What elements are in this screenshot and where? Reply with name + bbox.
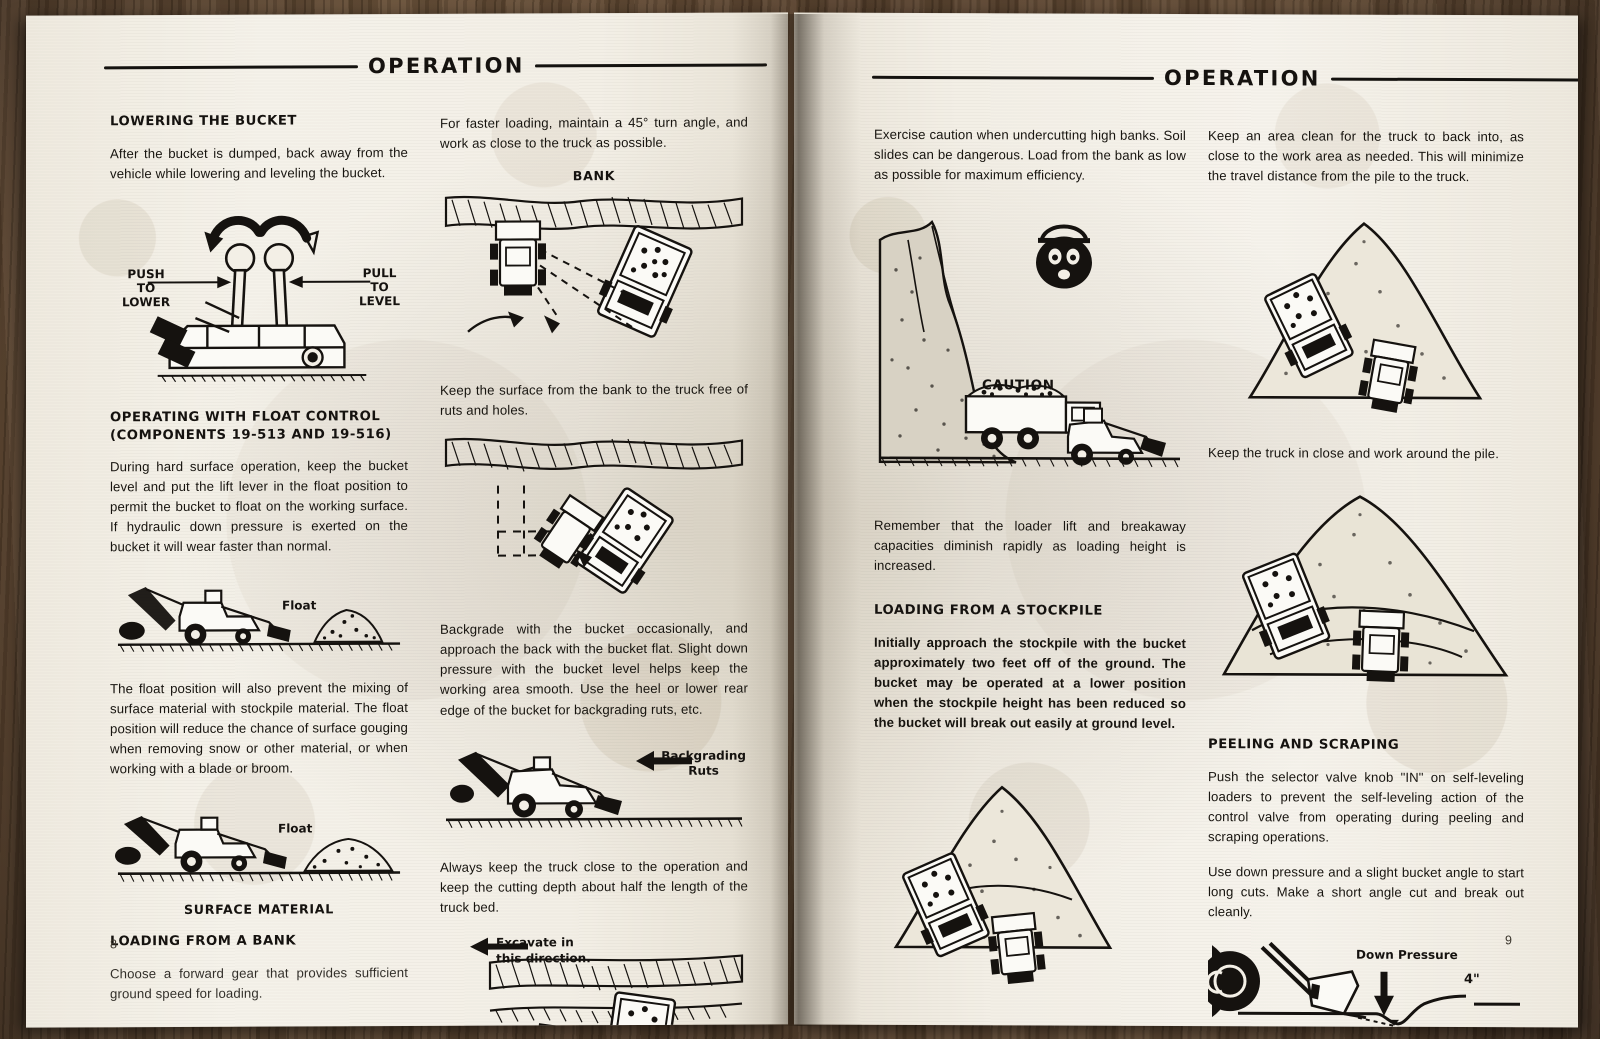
para-float-benefits: The float position will also prevent the… [110,679,408,777]
label-excavate-line2: this direction. [496,951,591,966]
figure-surface-material: Float [110,793,408,894]
bank-dashed-illustration [444,438,744,595]
para-choose-forward-gear: Choose a forward gear that provides suff… [110,964,408,1001]
label-caution: CAUTION [982,377,1055,394]
para-down-pressure-cuts: Use down pressure and a slight bucket an… [1208,864,1524,920]
label-backgrading-line1: Backgrading [661,748,746,763]
figure-down-pressure: Down Pressure 4" [1208,937,1524,1028]
left-header-title: OPERATION [368,53,525,79]
heading-lowering-the-bucket: LOWERING THE BUCKET [110,113,297,130]
heading-loading-from-a-bank: LOADING FROM A BANK [110,933,297,950]
label-excavate-direction: Excavate in this direction. [496,934,591,967]
caption-surface-material: SURFACE MATERIAL [184,901,334,917]
backgrading-ruts-illustration [446,750,743,828]
left-page-number: 8 [110,937,117,952]
heading-float-control-line2: (COMPONENTS 19-513 AND 19-516) [110,426,392,443]
para-keep-surface-free: Keep the surface from the bank to the tr… [440,381,748,419]
float-stockpile-illustration [117,586,401,652]
para-keep-truck-close: Always keep the truck close to the opera… [440,858,748,915]
para-45-degree-turn: For faster loading, maintain a 45° turn … [440,114,748,151]
right-header-title: OPERATION [1164,65,1321,91]
figure-stockpile-large [874,771,1186,992]
header-rule-right [534,62,767,67]
surface-material-illustration [114,815,401,882]
caption-bank: BANK [572,168,616,184]
para-stockpile-approach: Initially approach the stockpile with th… [874,634,1186,732]
right-page-number: 9 [1505,933,1512,948]
figure-pile-back-into [1208,201,1524,430]
figure-caution-undercut: CAUTION [874,200,1186,501]
right-col-2: Keep an area clean for the truck to back… [1208,126,1524,1028]
para-exercise-caution: Exercise caution when undercutting high … [874,126,1186,183]
figure-float-stockpile: Float [110,571,408,664]
para-selector-valve-knob: Push the selector valve knob "IN" on sel… [1208,769,1524,845]
label-pull-to-level: PULL TO LEVEL [359,265,400,309]
left-page-header: OPERATION [104,53,767,80]
work-around-pile-illustration [1221,495,1509,683]
figure-bank-approach [440,191,748,367]
header-rule-right-right-page [1330,77,1578,82]
figure-backgrading-ruts: Backgrading Ruts [440,734,748,843]
label-backgrading-ruts: Backgrading Ruts [661,748,746,780]
lever-controls-illustration [147,215,371,382]
caution-undercut-illustration [878,220,1180,468]
down-pressure-illustration [1208,942,1520,1028]
label-excavate-line1: Excavate in [496,935,574,950]
left-col-2: For faster loading, maintain a 45° turn … [440,113,748,1028]
label-float-2: Float [278,821,313,836]
label-float-1: Float [282,597,317,613]
para-breakaway-capacities: Remember that the loader lift and breaka… [874,517,1186,574]
open-book: OPERATION LOWERING THE BUCKET After the … [26,12,1578,1028]
bank-approach-illustration [444,196,744,338]
heading-peeling-and-scraping: PEELING AND SCRAPING [1208,737,1400,754]
right-page-header: OPERATION [872,65,1578,92]
left-page: OPERATION LOWERING THE BUCKET After the … [26,12,788,1028]
para-keep-truck-in-close: Keep the truck in close and work around … [1208,445,1500,462]
excavate-direction-illustration [470,937,744,1028]
figure-lever-controls: PUSH TO LOWER PULL TO LEVEL [110,198,408,395]
header-rule-left-right-page [872,75,1154,80]
heading-float-control-line1: OPERATING WITH FLOAT CONTROL [110,408,381,426]
figure-work-around-pile [1208,478,1524,723]
figure-excavate-direction: Excavate in this direction. [440,931,748,1028]
label-cut-depth: 4" [1464,972,1480,988]
label-down-pressure: Down Pressure [1356,948,1458,963]
stockpile-large-illustration [893,785,1113,985]
header-rule-left [104,64,358,69]
right-col-1: Exercise caution when undercutting high … [874,125,1186,1007]
left-col-1: LOWERING THE BUCKET After the bucket is … [110,112,408,1019]
figure-bank-dashed [440,435,748,606]
label-push-to-lower: PUSH TO LOWER [122,266,171,310]
para-backgrade: Backgrade with the bucket occasionally, … [440,620,748,718]
heading-float-control: OPERATING WITH FLOAT CONTROL (COMPONENTS… [110,408,408,445]
right-page: OPERATION Exercise caution when undercut… [794,12,1578,1028]
heading-loading-from-stockpile: LOADING FROM A STOCKPILE [874,603,1103,620]
para-float-control: During hard surface operation, keep the … [110,458,408,555]
pile-back-into-illustration [1247,222,1483,414]
para-keep-area-clean: Keep an area clean for the truck to back… [1208,128,1524,185]
para-lowering-intro: After the bucket is dumped, back away fr… [110,144,408,182]
label-backgrading-line2: Ruts [688,763,719,778]
